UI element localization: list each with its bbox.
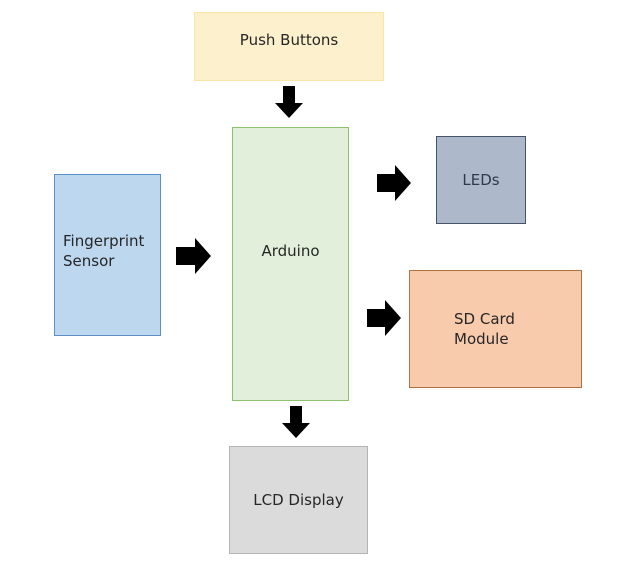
fingerprint-sensor-label-line1: Fingerprint: [63, 232, 145, 250]
sd-card-module-block: SD Card Module: [409, 270, 582, 388]
arrow-down-icon: [275, 86, 303, 118]
arrow-right-icon: [367, 300, 401, 336]
arduino-label: Arduino: [261, 242, 320, 260]
push-buttons-label: Push Buttons: [239, 31, 339, 49]
arrow-down-icon: [282, 406, 310, 438]
fingerprint-sensor-block: Fingerprint Sensor: [54, 174, 161, 336]
leds-block: LEDs: [436, 136, 526, 224]
sd-card-module-label-line1: SD Card: [454, 310, 515, 328]
sd-card-module-label-line2: Module: [454, 330, 509, 348]
arrow-right-icon: [377, 165, 411, 201]
arduino-block: Arduino: [232, 127, 349, 401]
fingerprint-sensor-label-line2: Sensor: [63, 252, 115, 270]
lcd-display-label: LCD Display: [253, 491, 344, 509]
lcd-display-block: LCD Display: [229, 446, 368, 554]
leds-label: LEDs: [462, 171, 500, 189]
arrow-right-icon: [176, 238, 211, 274]
push-buttons-block: Push Buttons: [194, 12, 384, 81]
